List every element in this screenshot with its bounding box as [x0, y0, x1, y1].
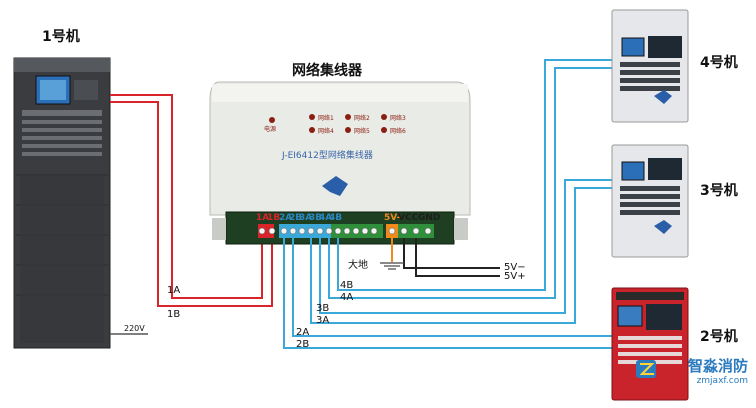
wire-label-3a: 3A: [316, 315, 330, 326]
wire-label-2a: 2A: [296, 327, 310, 338]
terminal-gnd: GND: [418, 213, 441, 223]
terminal-3a: 3A: [299, 213, 313, 223]
blue-wires: [283, 59, 612, 349]
panel-unit3: [611, 144, 689, 258]
wire-label-5v-minus: 5V−: [504, 262, 526, 273]
ground-wire: [380, 238, 404, 270]
panel-unit4: [611, 9, 689, 123]
terminal-5v-minus: 5V-: [384, 213, 401, 223]
wire-label-1a: 1A: [167, 285, 181, 296]
led-label-net2: 网络2: [354, 115, 370, 122]
wire-label-3b: 3B: [316, 303, 330, 314]
terminal-3b: 3B: [309, 213, 323, 223]
led-label-net1: 网络1: [318, 115, 334, 122]
unit2-label: 2号机: [700, 329, 738, 345]
power-label: 220V: [124, 324, 145, 333]
unit1-label: 1号机: [42, 29, 80, 45]
unit3-label: 3号机: [700, 183, 738, 199]
led-label-net6: 网络6: [390, 128, 406, 135]
led-label-net3: 网络3: [390, 115, 406, 122]
led-label-net5: 网络5: [354, 128, 370, 135]
watermark-url: zmjaxf.com: [696, 376, 748, 386]
red-wires: [110, 94, 273, 307]
wire-label-4b: 4B: [340, 280, 354, 291]
concentrator-box: [209, 81, 471, 245]
led-label-power: 电源: [264, 126, 277, 133]
wire-label-4a: 4A: [340, 292, 354, 303]
wire-label-ground: 大地: [348, 260, 368, 271]
terminal-4a: 4A: [319, 213, 333, 223]
watermark-logo-icon: [636, 360, 656, 378]
unit4-label: 4号机: [700, 55, 738, 71]
led-label-net4: 网络4: [318, 128, 334, 135]
terminal-2a: 2A: [279, 213, 293, 223]
watermark: 智淼消防 zmjaxf.com: [688, 355, 748, 386]
terminal-1b: 1B: [267, 213, 281, 223]
watermark-brand: 智淼消防: [687, 357, 748, 375]
concentrator-model: J-EI6412型网络集线器: [282, 151, 373, 161]
terminal-1a: 1A: [256, 213, 270, 223]
terminal-vcc: VCC: [398, 213, 419, 223]
wire-label-5v-plus: 5V+: [504, 271, 526, 282]
terminal-4b: 4B: [329, 213, 343, 223]
terminal-block: [258, 224, 434, 238]
terminal-2b: 2B: [289, 213, 303, 223]
panel-unit2: [611, 287, 689, 401]
cabinet-unit1: [13, 57, 111, 349]
concentrator-title: 网络集线器: [292, 63, 362, 79]
wire-label-2b: 2B: [296, 339, 310, 350]
black-wires: [403, 238, 500, 277]
wire-label-1b: 1B: [167, 309, 181, 320]
